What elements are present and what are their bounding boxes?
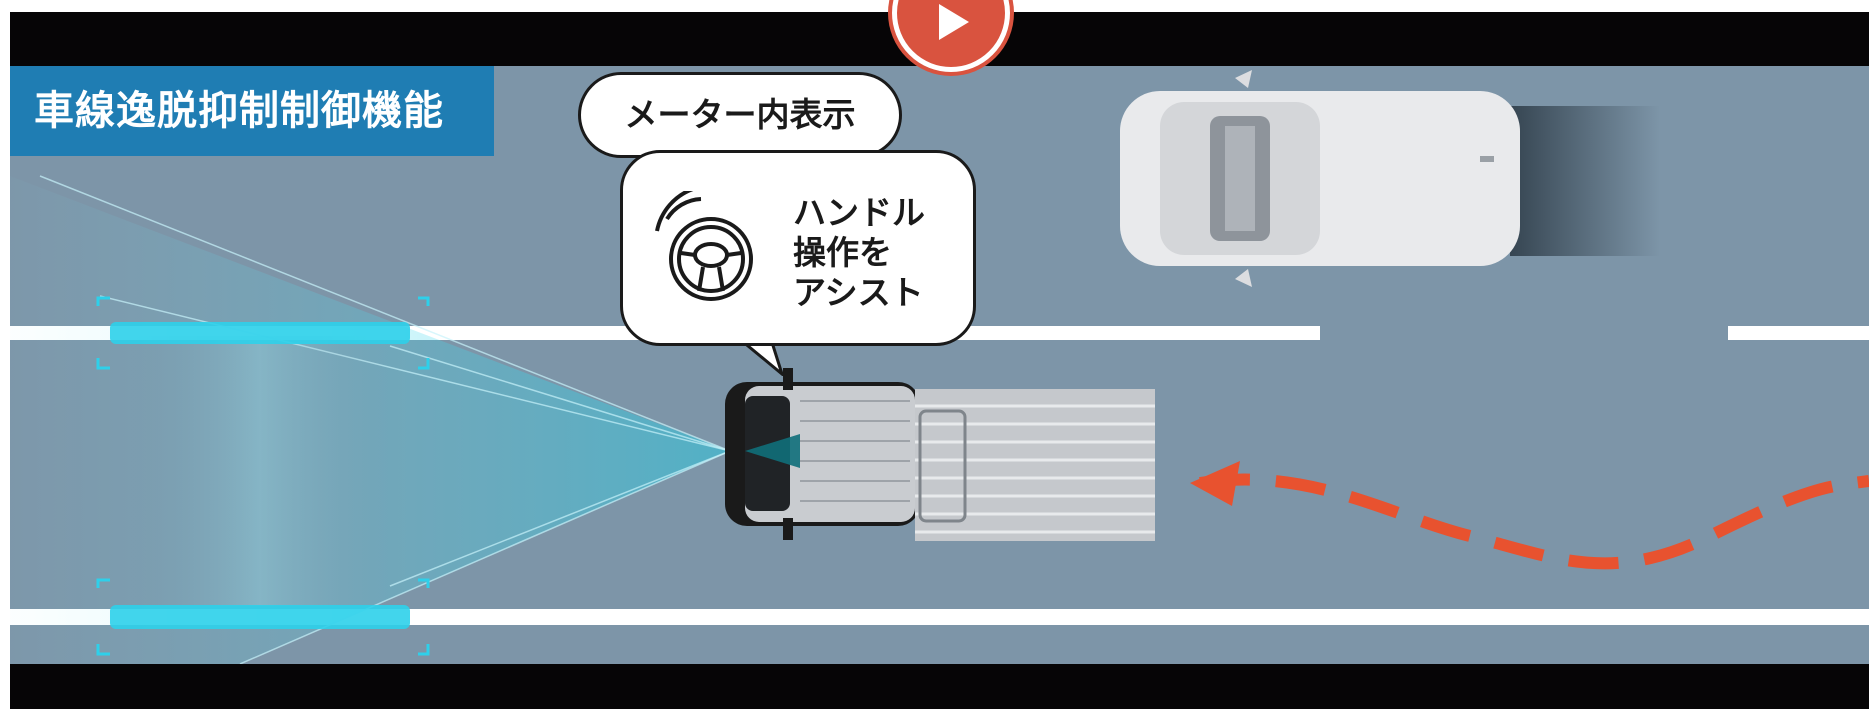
assist-line-1: ハンドル [793,193,973,233]
kei-truck [725,368,1155,541]
feature-title: 車線逸脱抑制制御機能 [10,66,494,156]
detected-lane-lower [110,605,410,629]
meter-display-bubble: ハンドル 操作を アシスト [620,150,976,346]
assist-text: ハンドル 操作を アシスト [793,193,973,313]
steering-wheel-icon [645,191,765,315]
assist-line-3: アシスト [793,273,973,313]
assist-line-2: 操作を [793,233,973,273]
detected-lane-upper [110,322,410,344]
van-vehicle [1120,70,1520,287]
lane-line-upper-dash [1728,326,1869,340]
display-location-label: メーター内表示 [578,72,902,158]
